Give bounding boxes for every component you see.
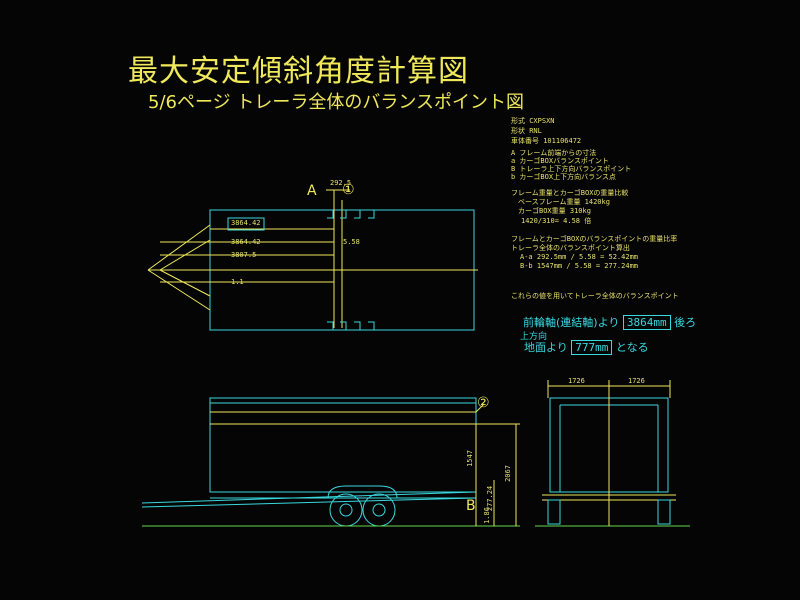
plan-axle-brackets-bottom bbox=[327, 321, 375, 331]
result1-prefix: 前輪軸(連結軸)より bbox=[523, 316, 620, 329]
side-wheel-rear-hub bbox=[372, 503, 386, 517]
legend-item: A フレーム前端からの寸法 bbox=[511, 149, 597, 157]
side-wheel-front bbox=[329, 493, 363, 527]
plan-drawbar-upper bbox=[147, 224, 211, 271]
rear-wheel-right bbox=[657, 499, 671, 525]
plan-dim-label: 1.1 bbox=[231, 278, 244, 286]
rear-view bbox=[535, 380, 690, 527]
plan-marker-1: ① bbox=[342, 182, 355, 198]
weights-line: フレーム重量とカーゴBOXの重量比較 bbox=[511, 189, 629, 197]
plan-axle-brackets-top bbox=[327, 209, 375, 219]
result2-value: 777mm bbox=[571, 340, 613, 355]
calc-line: トレーラ全体のバランスポイント算出 bbox=[511, 244, 630, 252]
side-marker-2: ② bbox=[477, 395, 490, 411]
rear-wheel-left bbox=[547, 499, 561, 525]
calc-line: A-a 292.5mm / 5.58 = 52.42mm bbox=[520, 253, 639, 261]
side-dim-label: 1.86 bbox=[482, 507, 491, 524]
page-title: 最大安定傾斜角度計算図 bbox=[128, 54, 469, 89]
calc-line: フレームとカーゴBOXのバランスポイントの重量比率 bbox=[511, 235, 678, 243]
side-balance-arrow bbox=[475, 403, 485, 413]
result-sub: 上方向 bbox=[520, 332, 548, 342]
result-line-1: 前輪軸(連結軸)より 3864mm 後ろ bbox=[523, 314, 696, 330]
side-dim-label: 2067 bbox=[503, 465, 512, 482]
info-line-1: 形式 CXPSXN bbox=[511, 117, 555, 125]
side-view bbox=[141, 397, 520, 527]
page-subtitle: 5/6ページ トレーラ全体のバランスポイント図 bbox=[148, 92, 524, 113]
plan-dim-label: 3864.42 bbox=[231, 219, 261, 227]
side-fender bbox=[327, 485, 398, 499]
plan-dim-label: 3864.42 bbox=[231, 238, 261, 246]
plan-dim-label-box bbox=[227, 217, 265, 231]
info-line-2: 形状 RNL bbox=[511, 127, 542, 135]
plan-view bbox=[147, 189, 478, 331]
legend-item: a カーゴBOXバランスポイント bbox=[511, 157, 609, 165]
result-line-2: 地面より 777mm となる bbox=[524, 339, 649, 355]
plan-drawbar-inner2 bbox=[159, 269, 211, 297]
weights-line: 1420/310= 4.58 倍 bbox=[521, 217, 592, 225]
calc-line: B-b 1547mm / 5.58 = 277.24mm bbox=[520, 262, 639, 270]
result2-suffix: となる bbox=[615, 341, 649, 354]
rear-dim-label: 1726 bbox=[628, 377, 645, 385]
legend-item: b カーゴBOX上下方向バランス点 bbox=[511, 173, 616, 181]
side-wheel-rear bbox=[362, 493, 396, 527]
side-marker-b: B bbox=[466, 498, 476, 514]
side-dim-label: 1547 bbox=[465, 450, 474, 467]
info-line-3: 車体番号 101106472 bbox=[511, 137, 582, 145]
plan-dim-label: 5.58 bbox=[343, 238, 360, 246]
rear-dim-label: 1726 bbox=[568, 377, 585, 385]
result1-value: 3864mm bbox=[622, 315, 671, 330]
plan-marker-a: A bbox=[307, 183, 317, 199]
result2-prefix: 地面より bbox=[524, 341, 568, 354]
weights-line: カーゴBOX重量 310kg bbox=[518, 207, 591, 215]
result1-suffix: 後ろ bbox=[674, 316, 697, 329]
legend-item: B トレーラ上下方向バランスポイント bbox=[511, 165, 632, 173]
weights-line: ベースフレーム重量 1420kg bbox=[518, 198, 610, 206]
plan-drawbar-lower bbox=[147, 269, 211, 311]
plan-dim-label: 3807.5 bbox=[231, 251, 257, 259]
side-frame-lower bbox=[141, 497, 477, 508]
plan-top-dim-label: 292.5 bbox=[330, 179, 352, 187]
result-note: これらの値を用いてトレーラ全体のバランスポイント bbox=[511, 292, 679, 300]
side-wheel-front-hub bbox=[339, 503, 353, 517]
